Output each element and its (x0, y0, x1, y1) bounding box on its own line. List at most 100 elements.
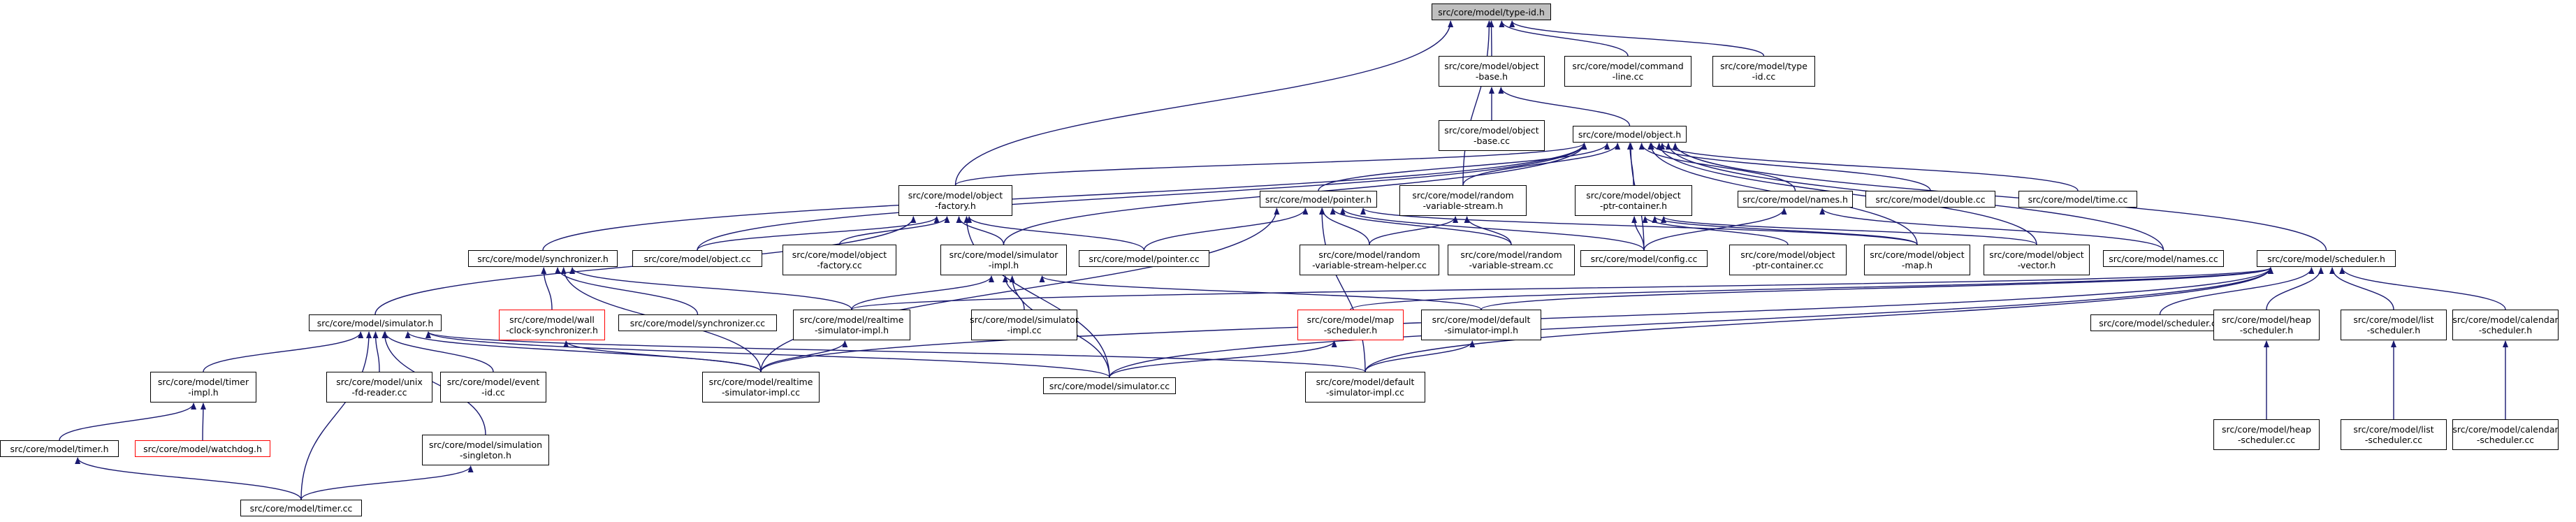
node-label-line: -scheduler.cc (2237, 435, 2296, 445)
node-config-cc[interactable]: src/core/model/config.cc (1580, 250, 1708, 267)
edge-scheduler_cc-to-scheduler_h (2159, 267, 2315, 315)
node-objmap-h[interactable]: src/core/model/object-map.h (1864, 245, 1970, 275)
edge-pointer_cc-to-pointer_h (1143, 208, 1309, 251)
node-label-line: src/core/model/object (1740, 249, 1835, 260)
node-double-cc[interactable]: src/core/model/double.cc (1865, 191, 1995, 208)
node-cmdline-cc[interactable]: src/core/model/command-line.cc (1564, 56, 1691, 87)
node-time-cc[interactable]: src/core/model/time.cc (2018, 191, 2137, 208)
edge-defsimimpl_cc-to-defsimimpl_h (1365, 340, 1476, 372)
node-label-line: src/core/model/object (792, 249, 887, 260)
node-object-cc[interactable]: src/core/model/object.cc (632, 250, 762, 267)
edge-simulator_cc-to-scheduler_h (1109, 267, 2273, 378)
edge-pointer_cc-to-objfactory_h (966, 216, 1145, 251)
node-label-line: src/core/model/map (1307, 314, 1395, 325)
node-simulator-h[interactable]: src/core/model/simulator.h (309, 314, 442, 331)
node-rvs-h[interactable]: src/core/model/random-variable-stream.h (1399, 185, 1527, 216)
node-scheduler-cc[interactable]: src/core/model/scheduler.cc (2090, 314, 2229, 331)
node-label-line: src/core/model/pointer.cc (1089, 253, 1200, 264)
node-label-line: src/core/model/default (1432, 314, 1531, 325)
edge-unixfd_cc-to-simulator_h (372, 331, 380, 372)
node-unixfd-cc[interactable]: src/core/model/unix-fd-reader.cc (326, 372, 432, 403)
node-rtsimimpl-h[interactable]: src/core/model/realtime-simulator-impl.h (793, 310, 910, 340)
edge-config_cc-to-pointer_h (1339, 208, 1645, 251)
node-label-line: src/core/model/synchronizer.h (477, 253, 609, 264)
node-listsched-h[interactable]: src/core/model/list-scheduler.h (2341, 310, 2447, 340)
node-label-line: src/core/model/pointer.h (1265, 194, 1372, 205)
node-scheduler-h[interactable]: src/core/model/scheduler.h (2257, 250, 2396, 267)
node-typeid-h[interactable]: src/core/model/type-id.h (1432, 3, 1551, 20)
node-defsimimpl-cc[interactable]: src/core/model/default-simulator-impl.cc (1305, 372, 1425, 403)
node-label-line: src/core/model/calendar (2452, 314, 2559, 325)
node-label-line: src/core/model/simulator (949, 249, 1058, 260)
edge-defsimimpl_cc-to-scheduler_h (1365, 267, 2273, 372)
node-calsched-h[interactable]: src/core/model/calendar-scheduler.h (2452, 310, 2559, 340)
node-label-line: -id.cc (1752, 71, 1776, 82)
node-label-line: src/core/model/wall (509, 314, 595, 325)
node-objbase-h[interactable]: src/core/model/object-base.h (1439, 56, 1545, 87)
node-label-line: src/core/model/heap (2221, 424, 2312, 435)
node-object-h[interactable]: src/core/model/object.h (1573, 126, 1687, 143)
node-rvshelper-cc[interactable]: src/core/model/random-variable-stream-he… (1300, 245, 1439, 275)
node-pointer-cc[interactable]: src/core/model/pointer.cc (1079, 250, 1209, 267)
node-label-line: -base.cc (1473, 136, 1511, 146)
node-names-cc[interactable]: src/core/model/names.cc (2103, 250, 2224, 267)
node-rvs-cc[interactable]: src/core/model/random-variable-stream.cc (1448, 245, 1575, 275)
node-simulator-cc[interactable]: src/core/model/simulator.cc (1043, 377, 1176, 394)
node-simsingleton-h[interactable]: src/core/model/simulation-singleton.h (422, 435, 549, 465)
node-simimpl-h[interactable]: src/core/model/simulator-impl.h (940, 245, 1067, 275)
node-calsched-cc[interactable]: src/core/model/calendar-scheduler.cc (2452, 419, 2559, 450)
edge-objvec_h-to-optrcont_h (1661, 216, 2037, 245)
node-objfactory-h[interactable]: src/core/model/object-factory.h (898, 185, 1012, 216)
edge-objfactory_h-to-object_h (954, 143, 1587, 186)
node-rtsimimpl-cc[interactable]: src/core/model/realtime-simulator-impl.c… (702, 372, 820, 403)
node-label-line: src/core/model/timer (157, 377, 249, 387)
node-label-line: src/core/model/scheduler.h (2267, 253, 2385, 264)
node-timer-h[interactable]: src/core/model/timer.h (0, 440, 119, 457)
node-label-line: -simulator-impl.h (814, 325, 889, 335)
edge-simsingleton_h-to-simulator_h (381, 331, 486, 435)
node-objbase-cc[interactable]: src/core/model/object-base.cc (1439, 120, 1545, 151)
node-label-line: src/core/model/scheduler.cc (2099, 317, 2221, 328)
node-timer-cc[interactable]: src/core/model/timer.cc (240, 500, 362, 516)
node-objfactory-cc[interactable]: src/core/model/object-factory.cc (783, 245, 896, 275)
node-optrcont-cc[interactable]: src/core/model/object-ptr-container.cc (1729, 245, 1847, 275)
edge-defsimimpl_h-to-simimpl_h (1039, 275, 1482, 310)
node-label-line: -scheduler.h (2478, 325, 2533, 335)
edge-simulator_cc-to-mapsched_h (1109, 340, 1337, 378)
node-eventid-cc[interactable]: src/core/model/event-id.cc (440, 372, 546, 403)
node-mapsched-h[interactable]: src/core/model/map-scheduler.h (1297, 310, 1404, 340)
node-label-line: src/core/model/default (1316, 377, 1415, 387)
node-label-line: -simulator-impl.h (1443, 325, 1519, 335)
node-optrcont-h[interactable]: src/core/model/object-ptr-container.h (1575, 185, 1692, 216)
node-heapsched-cc[interactable]: src/core/model/heap-scheduler.cc (2213, 419, 2320, 450)
edge-rtsimimpl_cc-to-pointer_h (760, 208, 1280, 372)
node-defsimimpl-h[interactable]: src/core/model/default-simulator-impl.h (1421, 310, 1541, 340)
node-label-line: src/core/model/object (1989, 249, 2084, 260)
node-pointer-h[interactable]: src/core/model/pointer.h (1260, 191, 1377, 208)
node-listsched-cc[interactable]: src/core/model/list-scheduler.cc (2341, 419, 2447, 450)
node-label-line: src/core/model/timer.h (10, 443, 109, 454)
node-label-line: src/core/model/watchdog.h (143, 443, 262, 454)
edge-rtsimimpl_h-to-sync_h (569, 267, 852, 310)
edge-timer_h-to-timerimpl_h (59, 403, 197, 441)
edge-rvs_h-to-typeid_h (1462, 20, 1492, 186)
node-label-line: -scheduler.cc (2364, 435, 2423, 445)
node-names-h[interactable]: src/core/model/names.h (1738, 191, 1853, 208)
edge-defsimimpl_h-to-scheduler_h (1480, 267, 2273, 310)
node-objvec-h[interactable]: src/core/model/object-vector.h (1984, 245, 2090, 275)
node-typeid-cc[interactable]: src/core/model/type-id.cc (1712, 56, 1815, 87)
node-timerimpl-h[interactable]: src/core/model/timer-impl.h (150, 372, 256, 403)
node-watchdog-h[interactable]: src/core/model/watchdog.h (135, 440, 270, 457)
edge-simimpl_cc-to-simimpl_h (1002, 275, 1025, 310)
node-label-line: -map.h (1901, 260, 1933, 270)
node-label-line: src/core/model/object.cc (643, 253, 751, 264)
node-sync-cc[interactable]: src/core/model/synchronizer.cc (618, 314, 777, 331)
node-wallclock-h[interactable]: src/core/model/wall-clock-synchronizer.h (499, 310, 605, 340)
node-label-line: src/core/model/names.h (1742, 194, 1848, 205)
node-sync-h[interactable]: src/core/model/synchronizer.h (468, 250, 618, 267)
node-label-line: src/core/model/random (1412, 190, 1514, 201)
node-heapsched-h[interactable]: src/core/model/heap-scheduler.h (2213, 310, 2320, 340)
node-label-line: -singleton.h (460, 450, 511, 461)
node-simimpl-cc[interactable]: src/core/model/simulator-impl.cc (970, 310, 1079, 340)
edge-simimpl_h-to-objfactory_h (956, 216, 1005, 245)
